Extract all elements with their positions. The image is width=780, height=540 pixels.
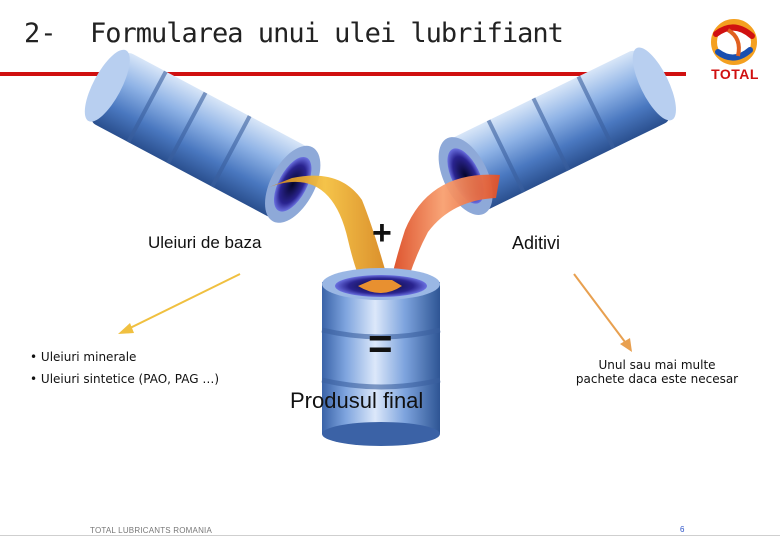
footer-company: TOTAL LUBRICANTS ROMANIA [90,526,213,535]
page-number: 6 [680,525,685,534]
base-oil-stream [262,175,388,305]
additives-label: Aditivi [512,233,561,253]
plus-sign: + [372,214,392,252]
right-arrow [573,273,632,352]
base-oils-list: • Uleiuri minerale • Uleiuri sintetice (… [30,350,230,394]
left-barrel [84,49,321,223]
list-item: • Uleiuri minerale [30,350,137,364]
total-logo-icon [711,19,757,65]
footer-divider [0,535,780,536]
list-item-text: Uleiuri minerale [40,350,137,364]
final-product-label: Produsul final [290,388,424,413]
additives-note: Unul sau mai multe pachete daca este nec… [575,358,739,386]
final-barrel [321,268,441,446]
page-title: Formularea unui ulei lubrifiant [90,18,564,49]
logo-text: TOTAL [711,66,759,82]
left-arrow [118,273,241,334]
list-item-text: Uleiuri sintetice (PAO, PAG …) [40,372,220,386]
list-item: • Uleiuri sintetice (PAO, PAG …) [30,372,220,386]
title-divider [0,72,686,76]
slide-number-prefix: 2- [24,18,57,49]
equals-sign: = [368,320,393,367]
base-oils-label: Uleiuri de baza [148,233,262,252]
